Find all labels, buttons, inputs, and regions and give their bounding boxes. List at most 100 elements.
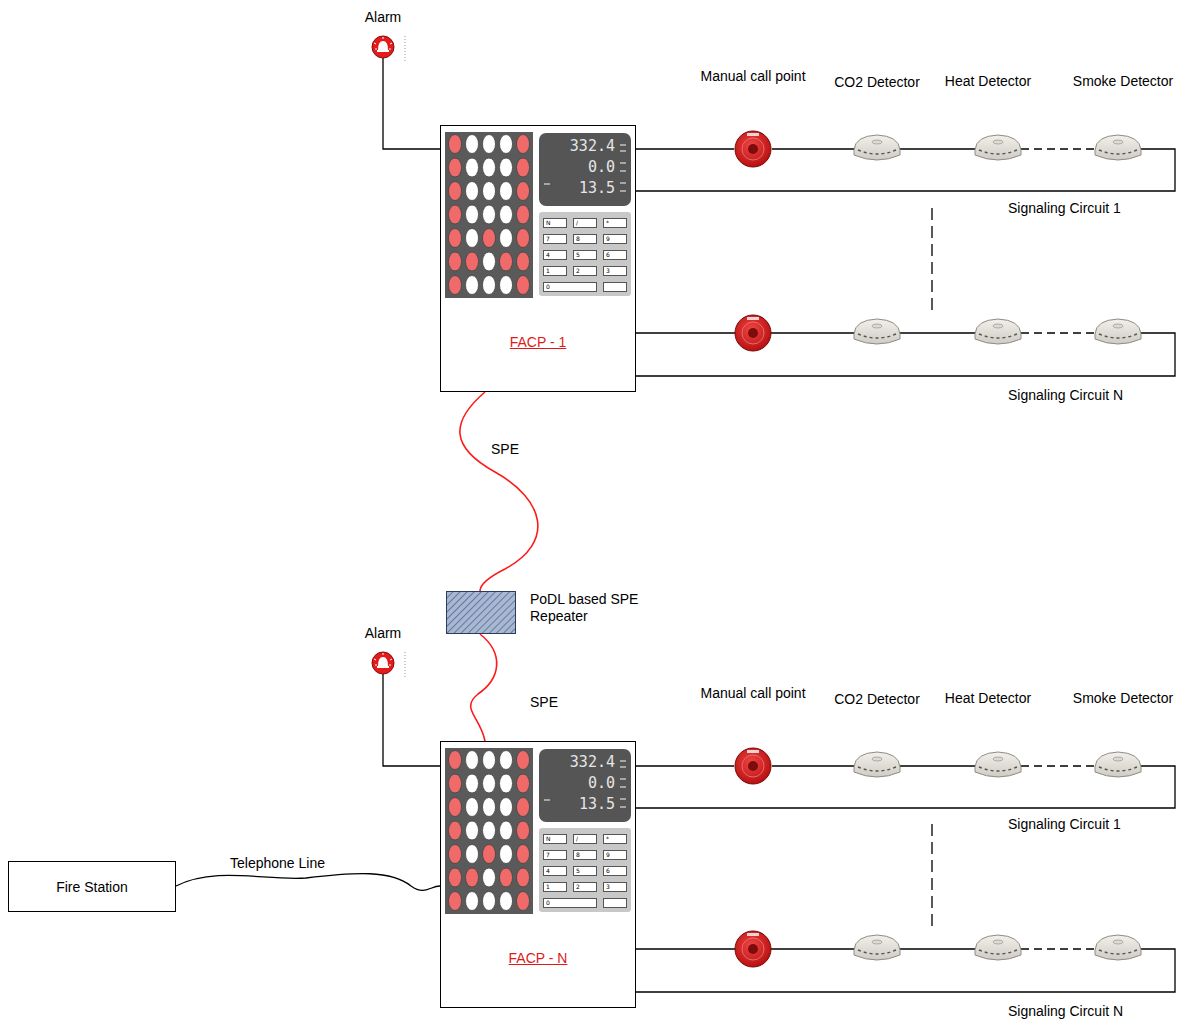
bell-ray [374,43,376,44]
key-label: 0 [546,283,550,290]
keypad-key: / [573,834,597,844]
bell-ray [375,49,377,50]
led [466,276,479,295]
keypad-key: 3 [603,882,627,892]
device-icons [735,315,1141,967]
keypad-key: 4 [543,250,567,260]
alarm-dots [405,652,406,678]
led [483,751,496,770]
device-label: CO2 Detector [812,74,942,91]
led [449,158,462,177]
device-label: CO2 Detector [812,691,942,708]
detector: Heat Detector [975,751,1021,781]
connector [176,874,440,891]
led [449,751,462,770]
led [466,892,479,911]
keypad-key: 6 [603,250,627,260]
call-point-tag [747,133,759,136]
bell-ray [374,659,376,660]
call-point-body [735,131,771,167]
keypad-key: * [603,218,627,228]
keypad-key: * [603,834,627,844]
display-tick [620,778,626,779]
detector-body [854,135,900,160]
connector [1021,148,1095,149]
key-label: 4 [546,867,550,874]
keypad-key: 4 [543,866,567,876]
key-label: 1 [546,267,550,274]
repeater-hatch [446,591,516,634]
repeater-label: PoDL based SPE Repeater [530,591,670,625]
keypad-key: 6 [603,866,627,876]
key-label: * [606,835,609,842]
edge-label: SPE [530,694,558,711]
circuit-label: Signaling Circuit 1 [1008,200,1121,217]
display-screen: 332.40.013.5 [539,749,631,822]
detector-body [975,752,1021,777]
connector [383,58,440,149]
led [449,845,462,864]
alarm-bulb [372,36,394,58]
led [517,868,530,887]
led-backplate [445,748,533,914]
led [466,751,479,770]
bell-glyph [378,657,388,666]
bell-ray [389,665,391,666]
call-point-body [735,748,771,784]
led [517,821,530,840]
keypad-key [603,282,627,292]
key-label: 9 [606,235,610,242]
keypad-key: / [573,218,597,228]
led [449,821,462,840]
detector-vents [1099,334,1137,338]
led [449,798,462,817]
display-tick [544,183,550,184]
detector-lens [1113,940,1123,944]
led [466,774,479,793]
detector-body [854,752,900,777]
detector-vents [979,767,1017,771]
led [500,182,513,201]
led [466,845,479,864]
display-value: 13.5 [579,180,615,197]
detector-lens [872,757,882,761]
key-label: / [576,219,578,226]
led [517,135,530,154]
call-point-ring [742,322,764,344]
continuation-mark [931,208,932,312]
key-label: 7 [546,235,550,242]
detector-lens [1113,757,1123,761]
circuit-label: Signaling Circuit N [1008,387,1123,404]
display-tick [620,766,626,767]
connector [460,392,538,591]
detector-lens [872,140,882,144]
display-screen: 332.40.013.5 [539,133,631,206]
device-icon [372,652,394,674]
keypad-key: 0 [543,898,597,908]
station-box: Fire Station [8,861,176,912]
device-label: Manual call point [688,68,818,85]
led [500,751,513,770]
device-icon [1095,751,1141,781]
panel-title: FACP - N [441,950,635,966]
keypad-key: 9 [603,850,627,860]
detector-vents [979,950,1017,954]
call-point-tag [747,750,759,753]
key-label: * [606,219,609,226]
layout-lines [405,36,1175,992]
key-label: N [546,219,551,226]
led [466,182,479,201]
connector [471,634,497,741]
led [517,751,530,770]
key-label: N [546,835,551,842]
led [483,276,496,295]
edge-label: Telephone Line [230,855,325,872]
call-point-body [735,315,771,351]
connector [1021,765,1095,766]
bell-ray [389,49,391,50]
display-tick [620,798,626,799]
led [466,798,479,817]
bell-ray [390,43,392,44]
call-point-tag [747,317,759,320]
display-tick [620,786,626,787]
